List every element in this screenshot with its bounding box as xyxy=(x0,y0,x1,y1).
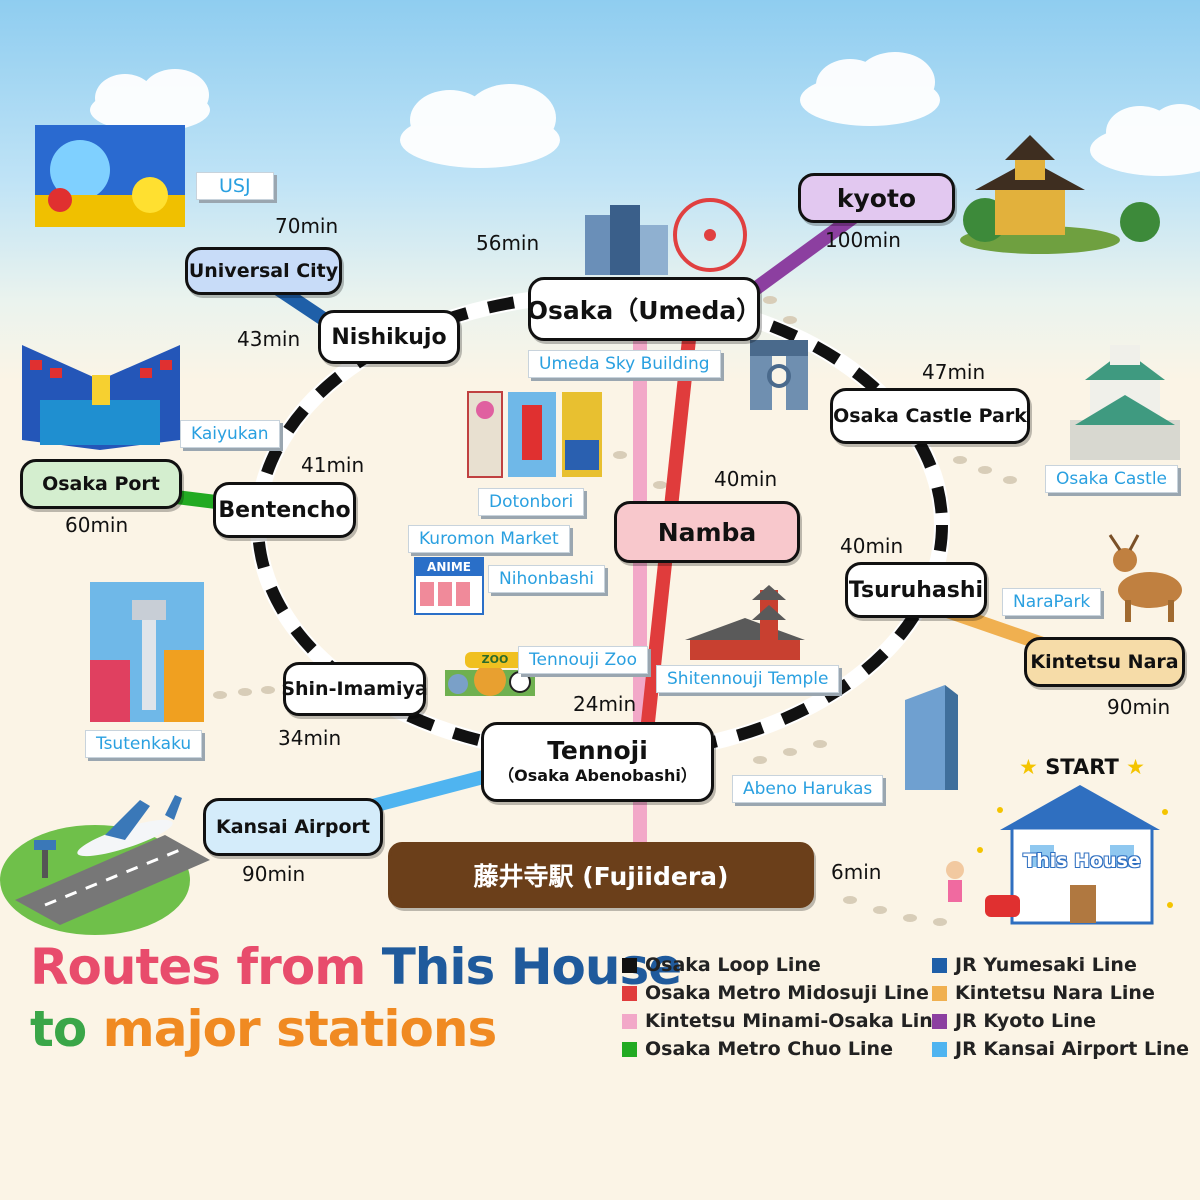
spot-kaiyukan[interactable]: Kaiyukan xyxy=(180,420,280,448)
legend-label: Osaka Loop Line xyxy=(645,954,821,976)
time-walk-to-station: 6min xyxy=(831,860,882,884)
station-tennoji[interactable]: Tennoji （Osaka Abenobashi） xyxy=(481,722,714,802)
legend-label: Kintetsu Nara Line xyxy=(955,982,1155,1004)
time-namba: 40min xyxy=(714,467,778,491)
star-icon: ★ xyxy=(1019,755,1038,779)
station-umeda[interactable]: Osaka（Umeda） xyxy=(527,277,761,341)
spot-dotonbori[interactable]: Dotonbori xyxy=(478,488,585,516)
title-major-stations: major stations xyxy=(102,1000,498,1058)
spot-usj[interactable]: USJ xyxy=(196,172,274,200)
zoo-sign: ZOO xyxy=(481,653,509,666)
deer-picture xyxy=(1108,534,1182,622)
time-osaka-port: 60min xyxy=(65,513,129,537)
spot-kuromon-market[interactable]: Kuromon Market xyxy=(408,525,570,553)
station-nishikujo[interactable]: Nishikujo xyxy=(318,310,460,364)
kaiyukan-picture xyxy=(22,345,180,450)
station-tennoji-name: Tennoji xyxy=(547,736,648,765)
time-kansai-airport: 90min xyxy=(242,862,306,886)
legend-item: Osaka Loop Line xyxy=(622,954,821,976)
dotonbori-picture xyxy=(467,391,602,478)
airport-picture xyxy=(0,795,210,935)
station-kyoto[interactable]: kyoto xyxy=(798,173,955,223)
spot-tennouji-zoo[interactable]: Tennouji Zoo xyxy=(518,646,648,674)
time-kyoto: 100min xyxy=(825,228,901,252)
time-shin-imamiya: 34min xyxy=(278,726,342,750)
legend-swatch xyxy=(622,1041,637,1057)
legend-swatch xyxy=(932,985,947,1001)
station-kintetsu-nara[interactable]: Kintetsu Nara xyxy=(1024,637,1185,687)
spot-nihonbashi[interactable]: Nihonbashi xyxy=(488,565,605,593)
legend-label: JR Kansai Airport Line xyxy=(955,1038,1189,1060)
legend-item: Kintetsu Nara Line xyxy=(932,982,1155,1004)
title-to: to xyxy=(30,1000,103,1058)
station-osaka-castle-park[interactable]: Osaka Castle Park xyxy=(830,388,1030,444)
time-tsuruhashi: 40min xyxy=(840,534,904,558)
house-start-label: ★ START ★ xyxy=(1012,755,1152,779)
legend-label: JR Kyoto Line xyxy=(955,1010,1097,1032)
shitennouji-picture xyxy=(685,585,805,660)
osaka-castle-picture xyxy=(1070,345,1180,460)
time-umeda: 56min xyxy=(476,231,540,255)
legend-item: JR Yumesaki Line xyxy=(932,954,1137,976)
title-routes-from: Routes from xyxy=(30,938,382,996)
legend-swatch xyxy=(622,985,637,1001)
station-shin-imamiya[interactable]: Shin-Imamiya xyxy=(281,662,428,716)
legend-item: Osaka Metro Chuo Line xyxy=(622,1038,893,1060)
time-universal-city: 70min xyxy=(275,214,339,238)
station-universal-city[interactable]: Universal City xyxy=(185,247,342,295)
kinkakuji-picture xyxy=(960,135,1160,254)
star-icon: ★ xyxy=(1126,755,1145,779)
spot-abeno-harukas[interactable]: Abeno Harukas xyxy=(732,775,884,803)
start-text: START xyxy=(1045,755,1119,779)
abeno-harukas-picture xyxy=(905,685,958,790)
nihonbashi-picture xyxy=(414,557,484,615)
spot-narapark[interactable]: NaraPark xyxy=(1002,588,1102,616)
station-osaka-port[interactable]: Osaka Port xyxy=(20,459,182,509)
station-kansai-airport[interactable]: Kansai Airport xyxy=(203,798,383,856)
title-line-2: to major stations xyxy=(30,1000,498,1058)
legend-swatch xyxy=(622,1013,637,1029)
spot-tsutenkaku[interactable]: Tsutenkaku xyxy=(85,730,203,758)
legend-item: JR Kyoto Line xyxy=(932,1010,1096,1032)
clouds xyxy=(90,52,1200,176)
station-tsuruhashi[interactable]: Tsuruhashi xyxy=(845,562,987,618)
station-fujiidera[interactable]: 藤井寺駅 (Fujiidera) xyxy=(388,842,814,908)
time-osaka-castle-park: 47min xyxy=(922,360,986,384)
umeda-skyline xyxy=(585,198,747,275)
legend-swatch xyxy=(932,957,947,973)
spot-osaka-castle[interactable]: Osaka Castle xyxy=(1045,465,1179,493)
usj-picture xyxy=(35,125,185,227)
time-nishikujo: 43min xyxy=(237,327,301,351)
title-line-1: Routes from This House xyxy=(30,938,682,996)
time-bentencho: 41min xyxy=(301,453,365,477)
anime-sign: ANIME xyxy=(427,560,471,574)
legend-label: Osaka Metro Chuo Line xyxy=(645,1038,893,1060)
station-bentencho[interactable]: Bentencho xyxy=(213,482,356,538)
tennouji-zoo-picture xyxy=(445,652,535,696)
this-house-label: This House xyxy=(1023,850,1141,872)
legend-label: Kintetsu Minami-Osaka Line xyxy=(645,1010,946,1032)
spot-umeda-sky-building[interactable]: Umeda Sky Building xyxy=(528,350,721,378)
legend-item: JR Kansai Airport Line xyxy=(932,1038,1189,1060)
station-namba[interactable]: Namba xyxy=(614,501,800,563)
legend-item: Kintetsu Minami-Osaka Line xyxy=(622,1010,946,1032)
legend-swatch xyxy=(622,957,637,973)
station-tennoji-subname: （Osaka Abenobashi） xyxy=(498,766,697,785)
time-tennoji: 24min xyxy=(573,692,637,716)
legend-label: Osaka Metro Midosuji Line xyxy=(645,982,929,1004)
tsutenkaku-picture xyxy=(90,582,204,722)
legend-swatch xyxy=(932,1041,947,1057)
spot-shitennouji-temple[interactable]: Shitennouji Temple xyxy=(656,665,840,693)
legend-label: JR Yumesaki Line xyxy=(955,954,1137,976)
umeda-sky-picture xyxy=(750,340,808,410)
house-picture xyxy=(946,785,1173,925)
legend-item: Osaka Metro Midosuji Line xyxy=(622,982,929,1004)
legend-swatch xyxy=(932,1013,947,1029)
time-kintetsu-nara: 90min xyxy=(1107,695,1171,719)
